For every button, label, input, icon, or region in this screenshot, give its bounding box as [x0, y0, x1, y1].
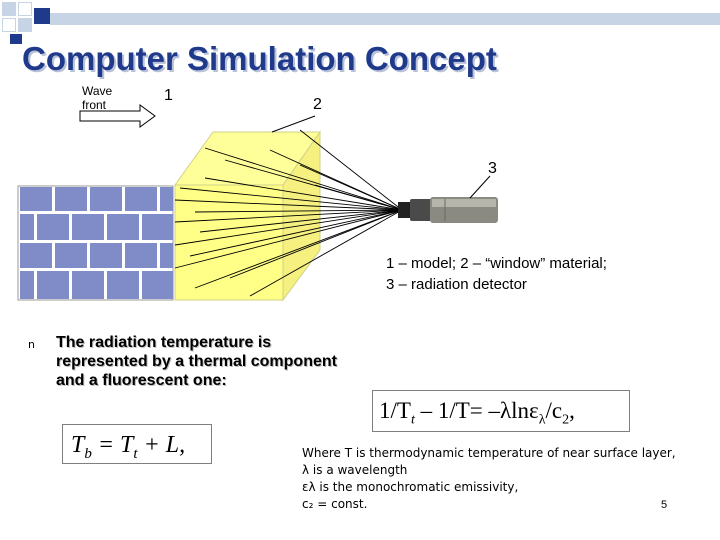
- wave-front-label-line1: Wave: [82, 84, 113, 98]
- radiation-rays: [174, 129, 403, 297]
- tb-formula: Tb = Tt + L,: [62, 424, 212, 464]
- tb-sub-b: b: [84, 445, 92, 462]
- wave-front-label-line2: front: [82, 98, 107, 112]
- brick-wall: [17, 185, 174, 301]
- label-2: 2: [313, 96, 322, 113]
- wave-front-arrow: [79, 104, 156, 128]
- rel-sub-t: t: [410, 412, 415, 428]
- bullet-marker: n: [28, 338, 35, 351]
- wave-front-label: Wave front: [82, 84, 112, 112]
- leader-line-3: [469, 175, 491, 199]
- relation-formula: 1/Tt – 1/T= –λlnελ/c2,: [372, 390, 630, 432]
- rel-a: 1/T: [379, 398, 411, 423]
- bullet-line3: and a fluorescent one:: [56, 372, 227, 389]
- rel-sub-lambda: λ: [538, 412, 546, 428]
- where-line1: Where T is thermodynamic temperature of …: [302, 446, 676, 460]
- where-line3: ελ is the monochromatic emissivity,: [302, 480, 519, 494]
- where-line2: λ is a wavelength: [302, 463, 408, 477]
- where-explanation: Where T is thermodynamic temperature of …: [302, 445, 676, 513]
- rel-c: /c: [545, 398, 563, 423]
- rel-end: ,: [569, 398, 575, 423]
- window-side-face: [282, 130, 321, 302]
- tb-sub-t: t: [133, 445, 138, 462]
- legend-line2: 3 – radiation detector: [386, 276, 527, 293]
- tb-rest: + L,: [137, 432, 186, 458]
- page-number: 5: [661, 499, 668, 511]
- top-decoration-bar: [50, 13, 720, 25]
- rel-sub-2: 2: [562, 412, 570, 428]
- radiation-detector: [398, 197, 498, 223]
- tb-T: T: [71, 432, 85, 458]
- bullet-line2: represented by a thermal component: [56, 353, 337, 370]
- leader-line-2: [271, 115, 316, 133]
- label-3: 3: [488, 160, 497, 177]
- legend-line1: 1 – model; 2 – “window” material;: [386, 255, 607, 272]
- rel-b: – 1/T= –λlnε: [414, 398, 539, 423]
- bullet-line1: The radiation temperature is: [56, 334, 272, 351]
- where-line4: c₂ = const.: [302, 497, 368, 511]
- diagram-legend: 1 – model; 2 – “window” material; 3 – ra…: [386, 253, 607, 295]
- label-1: 1: [164, 87, 173, 104]
- tb-eq: = T: [91, 432, 134, 458]
- slide-title: Computer Simulation Concept: [22, 40, 497, 77]
- bullet-text: The radiation temperature is represented…: [56, 333, 337, 390]
